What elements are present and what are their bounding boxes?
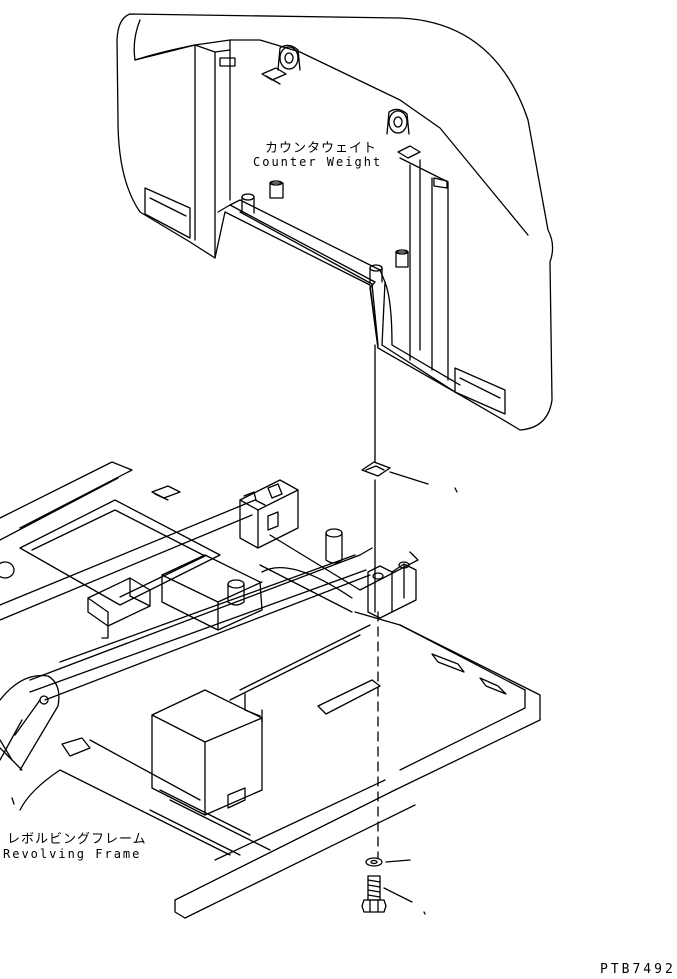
counterweight-label-jp: カウンタウェイト <box>265 141 378 156</box>
revolving-frame-label-en: Revolving Frame <box>3 847 142 861</box>
revolving-frame-label-jp: レボルビングフレーム <box>7 832 147 847</box>
counterweight-body <box>116 13 554 431</box>
revolving-frame <box>0 461 541 919</box>
shim-plate <box>361 461 458 493</box>
drawing-code: PTB7492 <box>600 962 676 977</box>
counterweight-label-en: Counter Weight <box>253 155 383 169</box>
washer <box>365 857 411 867</box>
mounting-bolt <box>361 875 426 915</box>
